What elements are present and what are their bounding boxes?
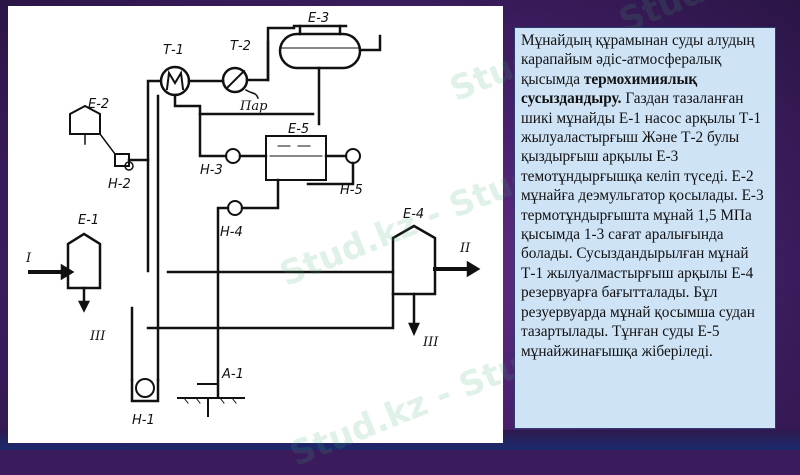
label-h5: Н-5: [340, 183, 363, 198]
label-h2: Н-2: [108, 177, 131, 192]
pump-h5: [345, 148, 361, 164]
description-text-box: Мұнайдың құрамынан суды алудың карапайым…: [514, 27, 776, 429]
label-e4: Е-4: [403, 207, 424, 222]
heat-exchanger-t1: [159, 65, 191, 97]
tank-e4: [391, 224, 437, 296]
process-flow-diagram: Т-1 Т-2 Е-3 Е-2 Н-2 Пар Е-5 Н-3 Н-5 Н-4 …: [8, 6, 503, 443]
label-t2: Т-2: [230, 39, 251, 54]
label-steam: Пар: [239, 99, 268, 114]
pump-h3: [225, 148, 241, 164]
vessel-e5: [265, 135, 327, 181]
label-e2: Е-2: [88, 97, 109, 112]
description-body: Газдан тазаланған шикі мұнайды Е-1 насос…: [521, 90, 764, 360]
description-bold-term: термохимиялық сусыздандыру.: [521, 70, 698, 108]
label-stream-out: II: [459, 241, 471, 256]
vessel-e3: [278, 32, 362, 70]
tank-e1: [66, 232, 102, 290]
label-water-left: III: [89, 329, 106, 344]
label-e5: Е-5: [288, 122, 309, 137]
flow-scheme-svg: Т-1 Т-2 Е-3 Е-2 Н-2 Пар Е-5 Н-3 Н-5 Н-4 …: [25, 11, 481, 428]
label-t1: Т-1: [163, 43, 184, 58]
pump-h2: [114, 153, 130, 167]
description-intro: Мұнайдың құрамынан суды алудың карапайым…: [521, 32, 755, 88]
label-e1: Е-1: [78, 213, 99, 228]
label-h1: Н-1: [132, 413, 155, 428]
label-a1: А-1: [221, 367, 244, 382]
label-h4: Н-4: [220, 225, 243, 240]
label-water-right: III: [422, 335, 439, 350]
label-stream-in: I: [25, 251, 32, 266]
pump-h4: [227, 200, 243, 216]
label-h3: Н-3: [200, 163, 223, 178]
pump-h1: [135, 378, 155, 398]
label-e3: Е-3: [308, 11, 329, 26]
